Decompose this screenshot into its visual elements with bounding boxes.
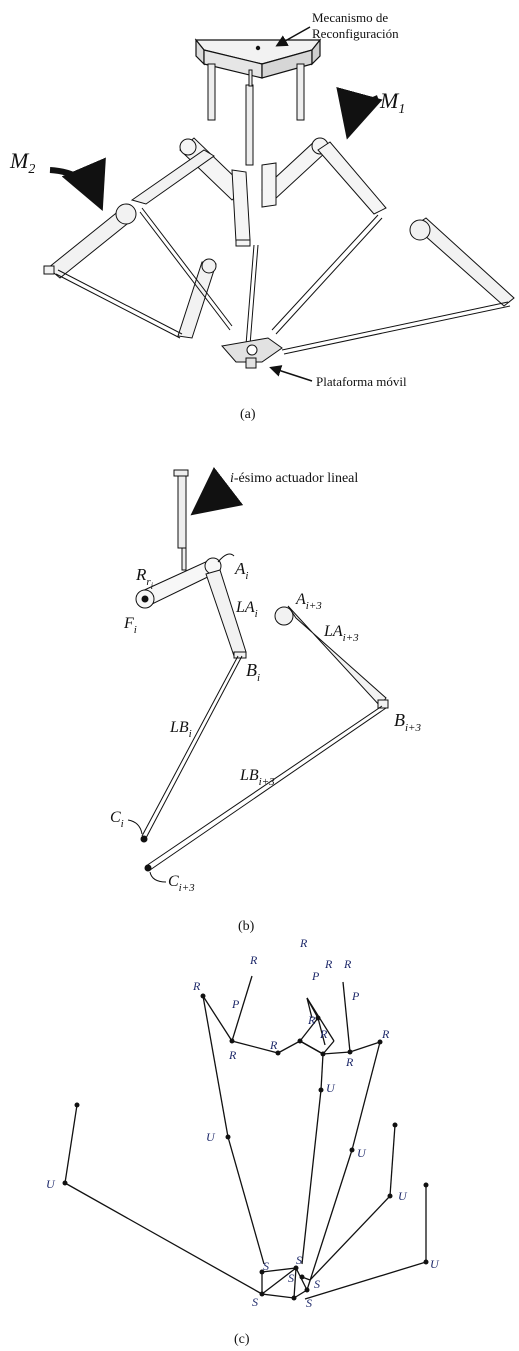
vertical-actuators <box>207 63 305 166</box>
svg-text:U: U <box>357 1146 367 1160</box>
arrow-m2 <box>49 157 106 212</box>
svg-text:P: P <box>231 997 240 1011</box>
svg-text:S: S <box>288 1271 294 1285</box>
svg-text:R: R <box>269 1038 278 1052</box>
label-ai: Ai <box>234 559 248 582</box>
svg-text:R: R <box>343 957 352 971</box>
label-ci: Ci <box>110 809 124 830</box>
label-mechanism-line1: Mecanismo de <box>312 10 388 25</box>
svg-text:U: U <box>326 1081 336 1095</box>
svg-text:U: U <box>430 1257 440 1271</box>
svg-text:R: R <box>381 1027 390 1041</box>
label-m2: M2 <box>9 148 35 177</box>
label-bi3: Bi+3 <box>394 710 421 734</box>
label-mechanism-line2: Reconfiguración <box>312 26 399 41</box>
svg-text:R: R <box>228 1048 237 1062</box>
label-ai3: Ai+3 <box>295 591 322 612</box>
linear-actuator <box>173 469 189 571</box>
label-lai: LAi <box>235 599 258 620</box>
svg-text:R: R <box>249 953 258 967</box>
reconfiguration-mechanism <box>194 38 322 79</box>
label-fi: Fi <box>123 615 137 636</box>
label-lai3: LAi+3 <box>323 623 359 644</box>
link-la-i <box>205 569 247 659</box>
label-ci3: Ci+3 <box>168 873 195 894</box>
panel-b: i-ésimo actuador lineal Ai Rri LAi Fi Ai… <box>110 467 421 934</box>
svg-text:S: S <box>263 1259 269 1273</box>
leader-ai <box>217 553 235 563</box>
svg-text:P: P <box>351 989 360 1003</box>
arm-left-upper <box>179 137 251 247</box>
arm-far-right <box>409 217 515 307</box>
svg-text:S: S <box>252 1295 258 1309</box>
parallel-rods <box>55 207 511 355</box>
mobile-platform <box>221 337 283 369</box>
label-lbi3: LBi+3 <box>239 767 275 788</box>
caption-c: (c) <box>234 1332 250 1347</box>
joint-ci3 <box>144 864 152 872</box>
link-la-i3 <box>274 605 389 709</box>
arrow-to-platform <box>269 365 313 382</box>
leader-ci3 <box>149 871 167 883</box>
panel-c: R P R R R R P R R R R P R R U U U U U U … <box>46 936 440 1347</box>
svg-text:S: S <box>306 1296 312 1310</box>
crank-arm <box>135 557 222 609</box>
svg-text:U: U <box>206 1130 216 1144</box>
label-rri: Rri <box>135 565 154 591</box>
caption-b: (b) <box>238 919 255 934</box>
label-lbi: LBi <box>169 719 192 740</box>
joint-ci <box>140 835 148 843</box>
svg-text:U: U <box>46 1177 56 1191</box>
svg-text:P: P <box>311 969 320 983</box>
svg-text:R: R <box>345 1055 354 1069</box>
leader-ci <box>127 819 143 835</box>
label-bi: Bi <box>246 660 260 684</box>
arm-right-upper <box>261 137 387 215</box>
kinematic-links <box>64 975 427 1300</box>
svg-text:R: R <box>324 957 333 971</box>
caption-a: (a) <box>240 407 256 422</box>
label-m1: M1 <box>379 88 405 117</box>
arrow-to-actuator <box>190 467 244 516</box>
svg-text:R: R <box>319 1027 328 1041</box>
lb-rods <box>141 655 387 871</box>
arrow-m1 <box>336 86 383 140</box>
kinematic-joints <box>62 993 429 1301</box>
svg-text:U: U <box>398 1189 408 1203</box>
svg-text:R: R <box>299 936 308 950</box>
arm-middle-left <box>177 258 217 339</box>
joint-labels: R P R R R R P R R R R P R R U U U U U U … <box>46 936 440 1310</box>
arm-far-left <box>43 149 215 279</box>
svg-text:R: R <box>192 979 201 993</box>
svg-text:S: S <box>296 1253 302 1267</box>
svg-text:R: R <box>307 1013 316 1027</box>
arrow-to-mechanism <box>275 26 311 47</box>
label-platform: Plataforma móvil <box>316 374 407 389</box>
panel-a: Mecanismo de Reconfiguración M1 M2 Plata… <box>9 10 515 422</box>
svg-text:S: S <box>314 1277 320 1291</box>
label-actuator: i-ésimo actuador lineal <box>230 471 358 486</box>
